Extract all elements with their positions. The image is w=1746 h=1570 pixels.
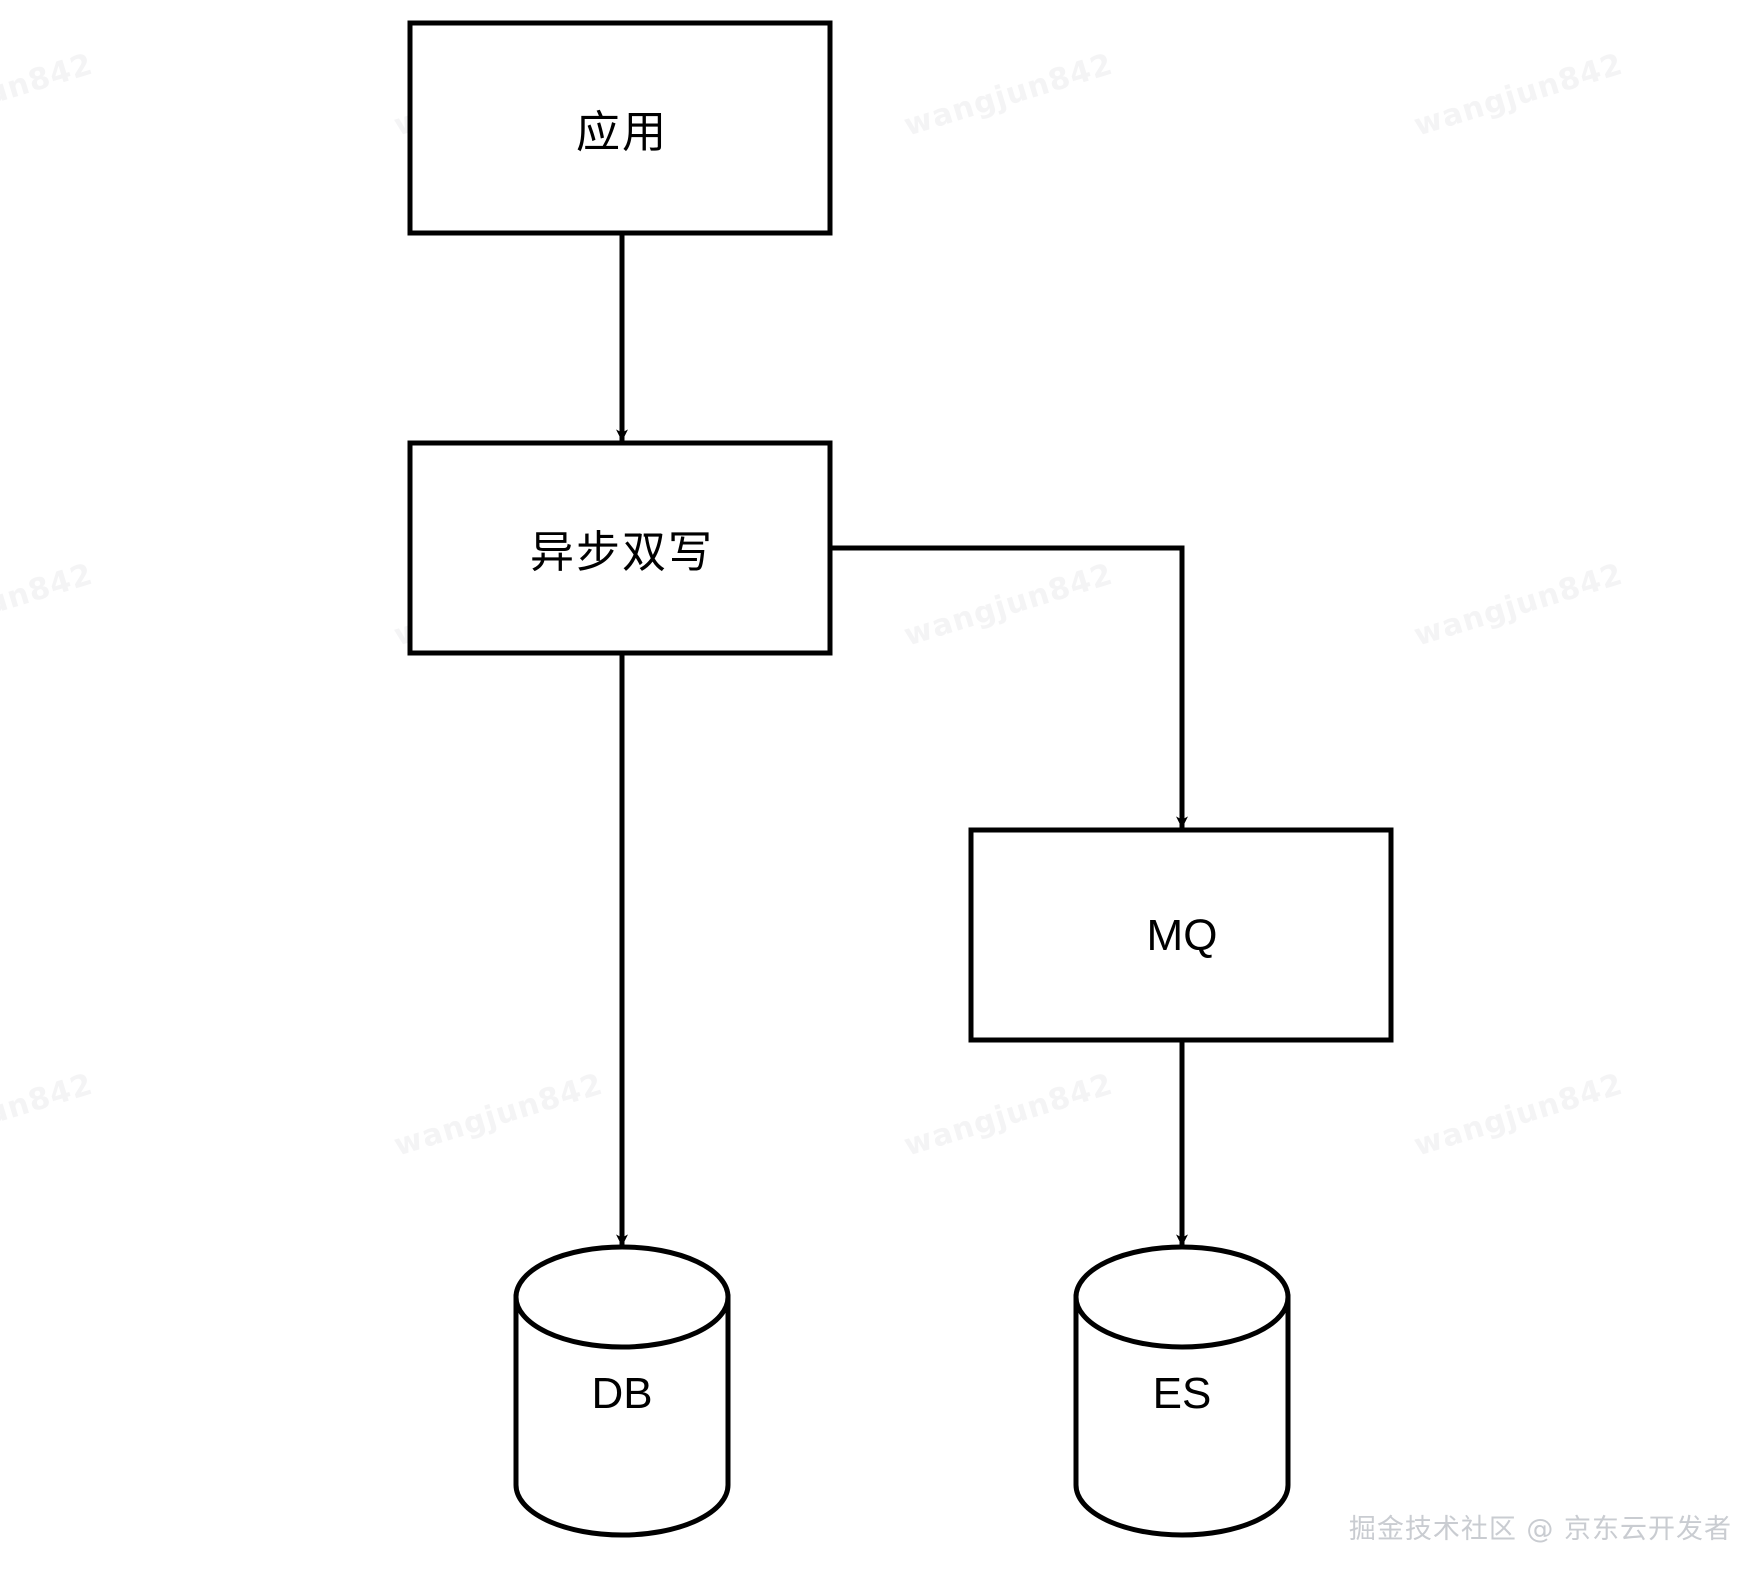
footer-watermark-text: 掘金技术社区 @ 京东云开发者 — [1348, 1514, 1732, 1545]
node-app-shape[interactable] — [407, 20, 833, 236]
node-db-shape[interactable] — [513, 1244, 731, 1538]
node-mq-label: MQ — [1146, 911, 1218, 960]
node-db-label: DB — [591, 1369, 653, 1418]
node-sync-shape[interactable] — [407, 440, 833, 656]
node-mq-shape[interactable] — [968, 827, 1394, 1043]
node-app-label: 应用 — [576, 107, 668, 158]
node-es-shape[interactable] — [1073, 1244, 1291, 1538]
edge-sync-to-mq — [830, 545, 1188, 829]
node-es-label: ES — [1152, 1369, 1212, 1418]
node-sync-label: 异步双写 — [530, 527, 714, 578]
